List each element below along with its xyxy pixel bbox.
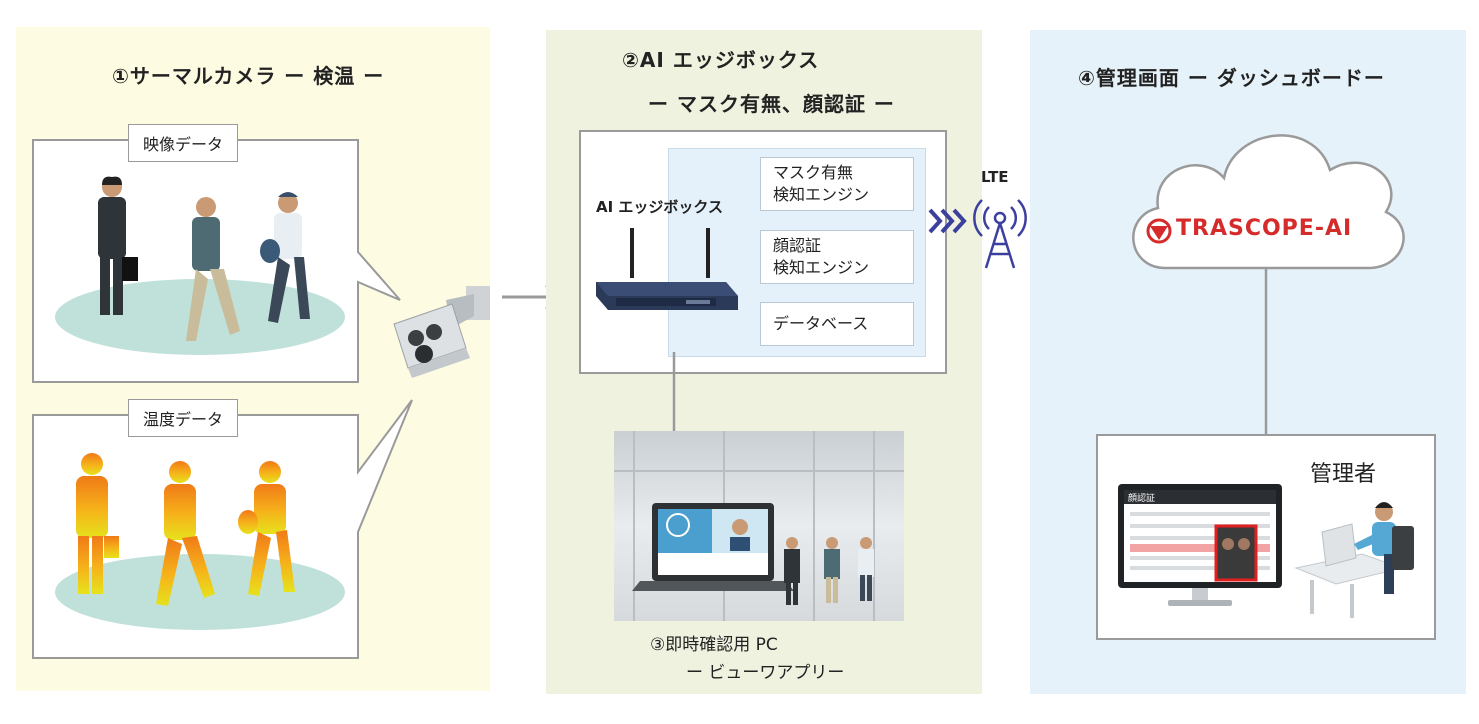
face-engine-line1: 顔認証 <box>773 236 822 255</box>
cloud-shape <box>1132 134 1405 270</box>
trascope-brand: TRASCOPE-AI <box>1176 216 1353 241</box>
face-engine-box: 顔認証 検知エンジン <box>760 230 914 284</box>
admin-label: 管理者 <box>1310 462 1377 487</box>
edge-box-device-label: AI エッジボックス <box>596 198 723 216</box>
dashboard-title: ④管理画面 ー ダッシュボードー <box>1078 66 1385 90</box>
edge-device-icon <box>596 228 738 310</box>
edge-box-title: ②AI エッジボックス <box>622 48 820 72</box>
cloud-to-admin-line <box>1264 268 1268 438</box>
viewer-pc-subtitle: ー ビューワアプリー <box>686 663 845 683</box>
video-data-tag: 映像データ <box>128 124 239 162</box>
mask-engine-line1: マスク有無 <box>773 163 854 182</box>
trascope-logo-icon <box>1146 218 1172 244</box>
mask-engine-box: マスク有無 検知エンジン <box>760 157 914 211</box>
monitor-title: 顔認証 <box>1128 494 1156 504</box>
admin-person-icon <box>1294 502 1414 618</box>
viewer-pc-scene <box>614 431 904 621</box>
upload-chevrons-icon <box>928 208 967 234</box>
face-engine-line2: 検知エンジン <box>773 258 870 277</box>
thermal-camera-icon <box>393 286 490 378</box>
viewer-pc-title: ③即時確認用 PC <box>650 635 778 655</box>
lte-antenna-icon <box>973 199 1027 269</box>
thermal-camera-title: ①サーマルカメラ ー 検温 ー <box>112 64 385 88</box>
dashboard-monitor-icon <box>1118 484 1282 606</box>
walking-people-illustration <box>55 176 345 355</box>
temp-data-tag: 温度データ <box>128 399 239 437</box>
mask-engine-line2: 検知エンジン <box>773 185 870 204</box>
edge-to-pc-line <box>672 352 676 442</box>
edge-box-subtitle: ー マスク有無、顔認証 ー <box>648 92 895 116</box>
database-box: データベース <box>760 302 914 346</box>
thermal-silhouettes-illustration <box>55 453 345 630</box>
lte-label: LTE <box>981 168 1009 186</box>
